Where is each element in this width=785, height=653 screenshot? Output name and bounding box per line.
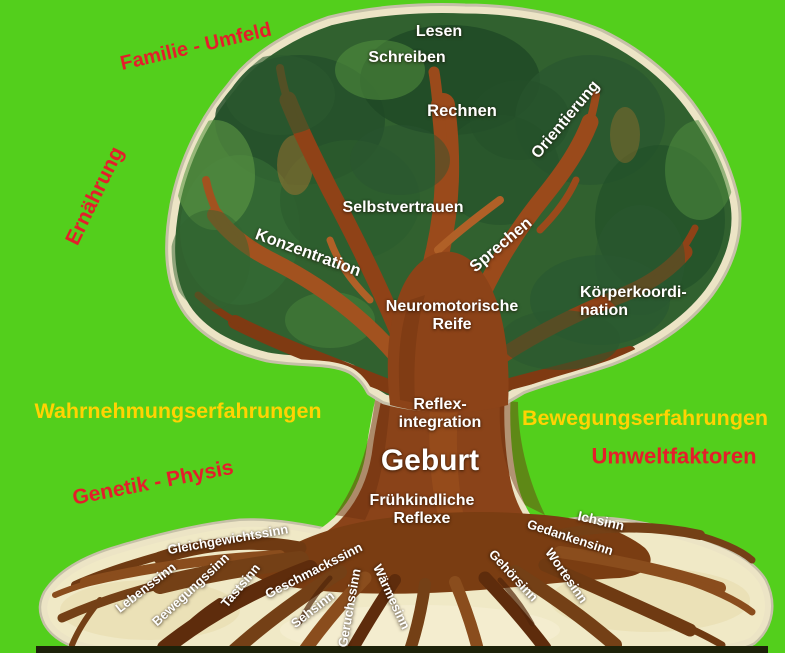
trunk-top <box>387 251 509 413</box>
bottom-edge-bar <box>36 646 768 653</box>
foliage-and-branches <box>171 25 735 406</box>
tree-roots <box>52 511 756 653</box>
tree-crown <box>165 3 742 413</box>
